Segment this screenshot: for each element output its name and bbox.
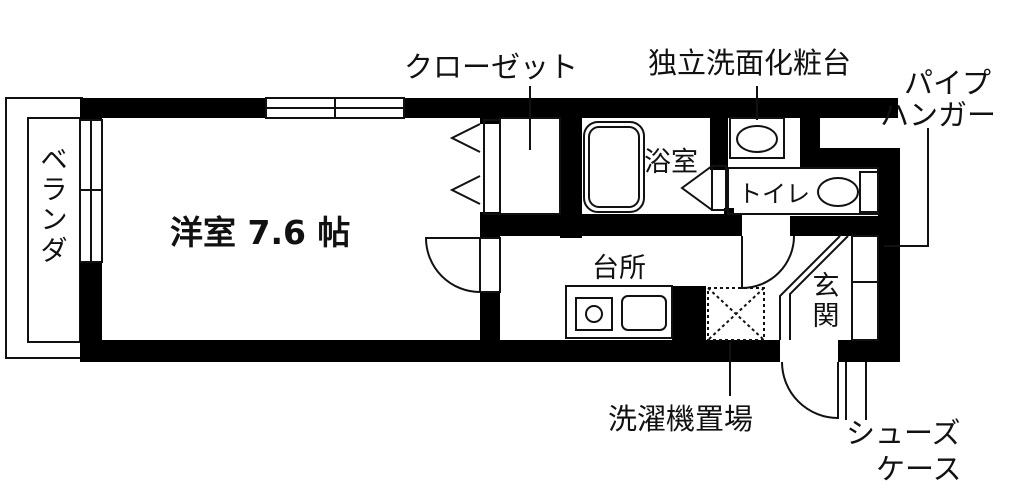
room-label-toilet: トイレ <box>738 180 810 208</box>
bath-door <box>680 165 713 211</box>
kitchen-counter <box>565 285 673 339</box>
wall-partition-c <box>480 292 500 342</box>
closet-panel <box>483 119 501 215</box>
walls <box>80 98 900 362</box>
stove-burner <box>585 305 603 323</box>
leader-pipe <box>884 128 929 247</box>
entrance-step <box>789 235 849 340</box>
room-door-frame <box>479 237 501 293</box>
callout-closet: クローゼット <box>404 50 579 84</box>
wall-closet-bath <box>560 118 582 238</box>
toilet-tank <box>859 171 879 213</box>
stove <box>575 297 613 331</box>
washer-spot <box>707 287 765 341</box>
wall-bottom-left <box>80 340 780 362</box>
wall-top-left <box>80 98 266 118</box>
entrance-step-2 <box>779 235 841 340</box>
callout-pipe-hanger-2: ハンガー <box>880 98 997 132</box>
entrance-door <box>781 361 839 420</box>
closet-door-2 <box>449 175 481 205</box>
closet-door-1 <box>449 123 481 153</box>
wall-right-notch-h <box>800 148 900 168</box>
callout-shoe-case-2: ケース <box>876 452 962 486</box>
windows <box>79 97 405 263</box>
toilet-door-swing <box>741 235 795 290</box>
callout-pipe-hanger-1: パイプ <box>904 66 992 100</box>
wall-kitchen-top-r <box>790 216 900 236</box>
toilet-bowl <box>817 177 859 207</box>
shoe-case <box>851 235 879 341</box>
wall-right-lower <box>878 168 900 362</box>
wall-toilet-left <box>724 208 734 236</box>
fixtures <box>424 117 879 420</box>
leader-lines <box>529 86 929 420</box>
room-label-kitchen: 台所 <box>592 253 646 284</box>
bathtub <box>583 121 645 213</box>
bathtub-rim <box>588 126 640 208</box>
room-label-entrance: 玄関 <box>812 271 840 333</box>
wall-top-right-step <box>818 98 898 118</box>
wall-top-mid <box>404 98 820 118</box>
bath-door-frame <box>711 165 727 211</box>
wall-left-top <box>80 98 102 120</box>
sink <box>621 295 667 331</box>
wall-kitchen-top <box>480 214 742 236</box>
callout-washer: 洗濯機置場 <box>608 402 754 436</box>
callout-vanity: 独立洗面化粧台 <box>648 46 852 80</box>
room-label-balcony: ベランダ <box>40 145 68 267</box>
wall-washer-block <box>672 286 706 342</box>
wall-bath-vanity <box>710 118 728 170</box>
callout-shoe-case-1: シューズ <box>846 416 961 450</box>
room-door-swing <box>424 237 481 293</box>
room-label-western: 洋室 7.6 帖 <box>170 213 351 252</box>
wall-left-bottom <box>80 262 102 362</box>
room-label-bath: 浴室 <box>644 147 698 178</box>
vanity-basin <box>736 125 778 153</box>
